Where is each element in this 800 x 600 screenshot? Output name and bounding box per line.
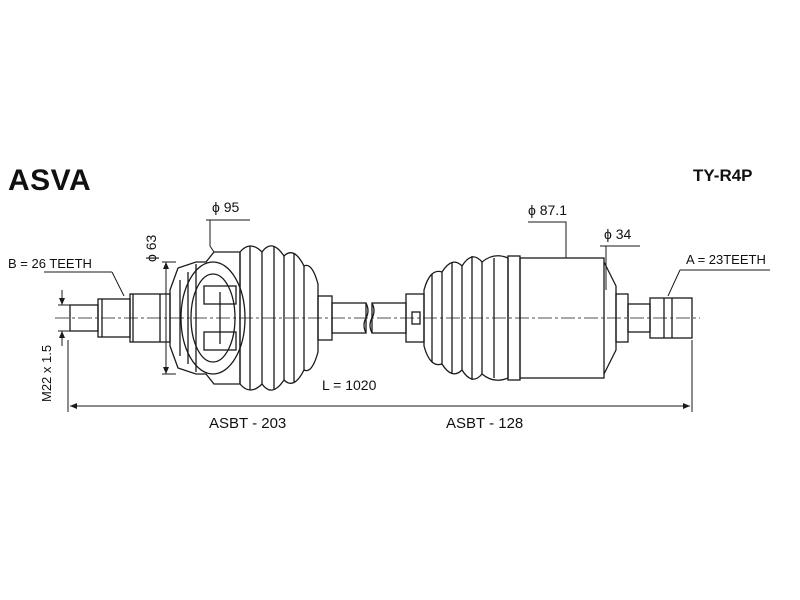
dia-63-label: ϕ 63 [143,234,159,262]
inner-boot [423,255,509,381]
length-label: L = 1020 [322,377,377,393]
part-number: TY-R4P [693,166,753,185]
diameter-icon: ϕ [143,254,159,262]
outer-cv-joint [169,251,246,385]
diameter-icon: ϕ [212,199,220,215]
outer-joint-code: ASBT - 203 [209,415,287,432]
inner-stub-shaft [627,297,693,339]
length-dimension [67,340,693,412]
dia-63-dimension [162,261,176,375]
intermediate-shaft [317,293,425,343]
dia-63-value: 63 [143,234,159,251]
diameter-icon: ϕ [528,202,536,218]
dia-87-label: ϕ 87.1 [528,203,567,217]
b-spline-label: B = 26 TEETH [8,256,92,271]
dia-95-value: 95 [223,199,240,215]
outer-boot [239,245,319,391]
a-spline-label: A = 23TEETH [686,252,766,267]
thread-dimension [58,290,72,346]
leader-lines [44,219,770,297]
diameter-icon: ϕ [604,226,612,242]
dia-95-label: ϕ 95 [212,200,239,214]
inner-joint-code: ASBT - 128 [446,415,524,432]
dia-34-value: 34 [615,226,632,242]
brand-logo: ASVA [8,164,92,197]
dia-87-value: 87.1 [539,202,567,218]
outer-stub-shaft [69,293,171,343]
thread-label: M22 x 1.5 [39,344,54,402]
dia-34-label: ϕ 34 [604,227,631,241]
